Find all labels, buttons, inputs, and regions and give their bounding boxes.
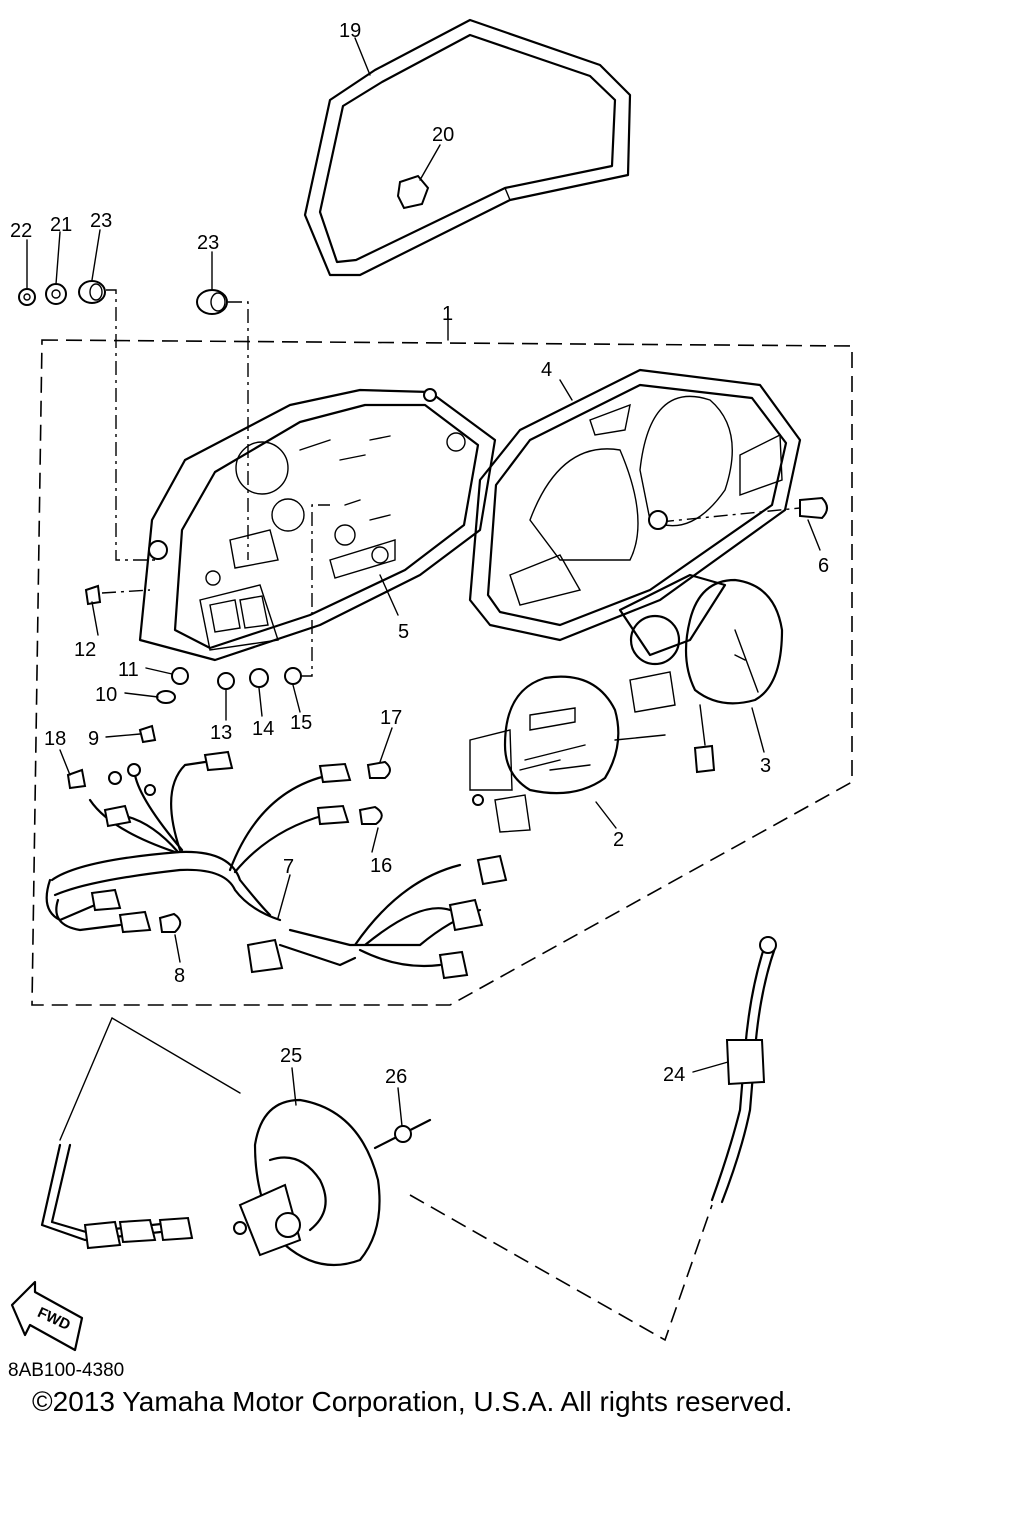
callout-11: 11 xyxy=(118,659,139,681)
gear-pin xyxy=(373,1118,432,1150)
callout-26: 26 xyxy=(385,1066,407,1088)
bezel-clip xyxy=(396,174,430,210)
callout-8: 8 xyxy=(174,965,185,987)
meter-case xyxy=(138,388,497,662)
callout-18: 18 xyxy=(44,728,66,750)
callout-5: 5 xyxy=(398,621,409,643)
diagram-code: 8AB100-4380 xyxy=(8,1360,125,1381)
callout-15: 15 xyxy=(290,712,312,734)
leader-lines xyxy=(101,289,801,677)
callout-13: 13 xyxy=(210,722,232,744)
meter-bezel xyxy=(303,18,632,277)
fuel-gauge xyxy=(618,573,784,774)
gear-unit xyxy=(233,1098,381,1267)
bulbs-and-screws xyxy=(66,584,391,933)
callout-17: 17 xyxy=(380,707,402,729)
callout-leaders xyxy=(26,37,821,1127)
callout-12: 12 xyxy=(74,639,96,661)
callout-16: 16 xyxy=(370,855,392,877)
callout-23b: 23 xyxy=(197,232,219,254)
callout-19: 19 xyxy=(339,20,361,42)
callout-1: 1 xyxy=(442,303,453,325)
wire-harness xyxy=(45,750,508,980)
speedometer-cable xyxy=(710,936,777,1204)
fwd-arrow-icon: FWD xyxy=(10,1280,84,1352)
callout-6: 6 xyxy=(818,555,829,577)
callout-14: 14 xyxy=(252,718,274,740)
callout-25: 25 xyxy=(280,1045,302,1067)
fwd-label: FWD xyxy=(35,1304,73,1334)
callout-23a: 23 xyxy=(90,210,112,232)
callout-4: 4 xyxy=(541,359,552,381)
callout-22: 22 xyxy=(10,220,32,242)
lower-cable xyxy=(40,1143,194,1250)
callout-10: 10 xyxy=(95,684,117,706)
callout-21: 21 xyxy=(50,214,72,236)
hardware-nuts xyxy=(18,280,228,315)
callout-labels: 19 20 22 21 23 23 1 4 6 5 12 11 10 9 18 … xyxy=(10,20,829,1088)
meter-panel xyxy=(468,368,802,642)
copyright-notice: ©2013 Yamaha Motor Corporation, U.S.A. A… xyxy=(32,1386,793,1417)
callout-9: 9 xyxy=(88,728,99,750)
callout-24: 24 xyxy=(663,1064,685,1086)
callout-7: 7 xyxy=(283,856,294,878)
assembly-outline xyxy=(31,339,853,1006)
callout-2: 2 xyxy=(613,829,624,851)
connector-lines xyxy=(59,1017,713,1342)
callout-20: 20 xyxy=(432,124,454,146)
callout-3: 3 xyxy=(760,755,771,777)
speedometer xyxy=(469,675,666,833)
panel-grommet xyxy=(799,496,828,520)
